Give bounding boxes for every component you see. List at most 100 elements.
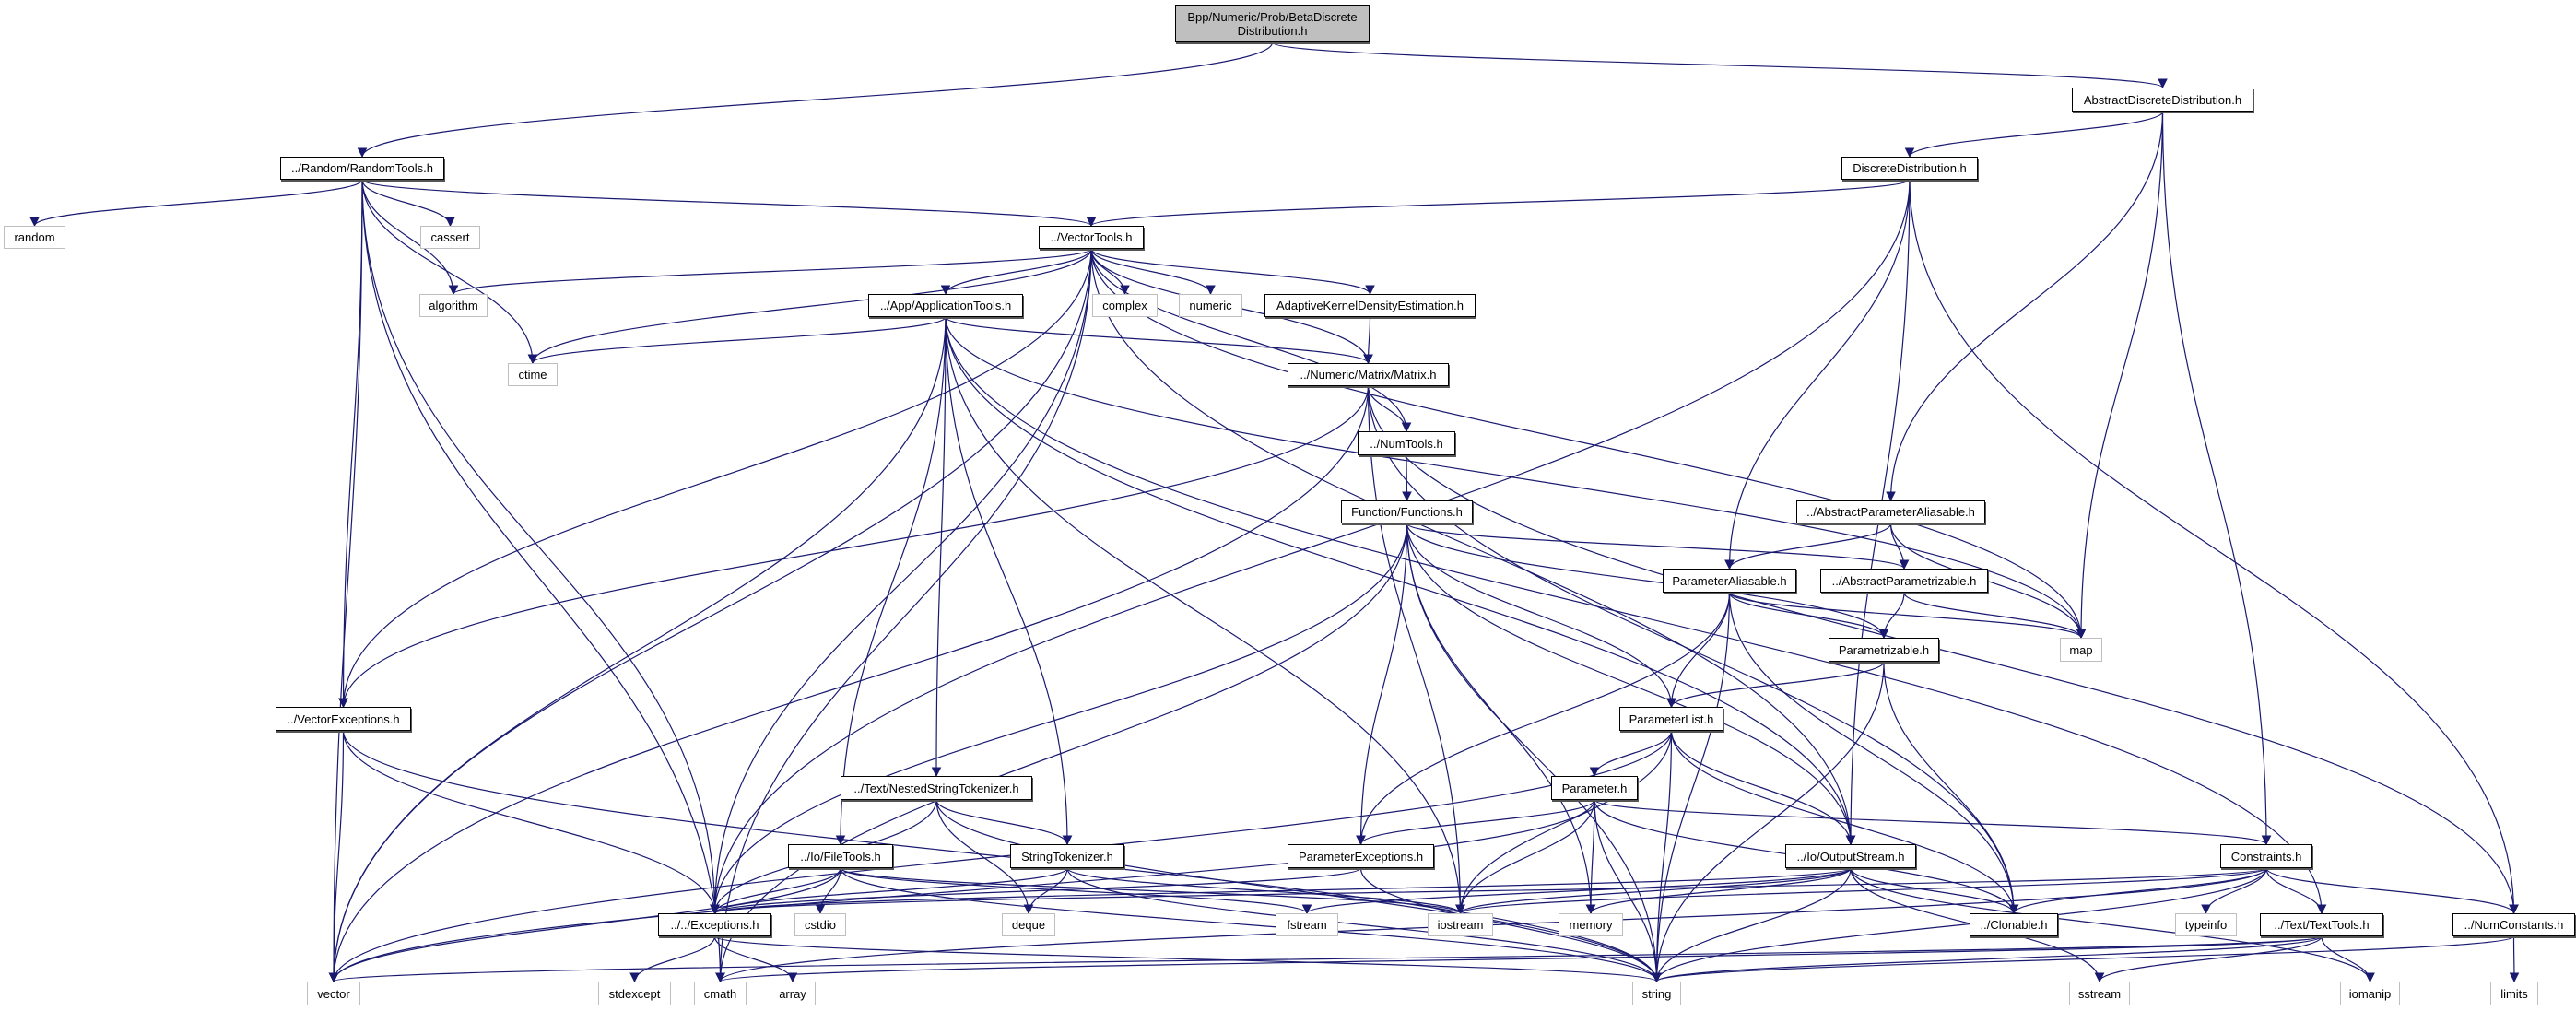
edge-texttools-to-cmath — [715, 935, 2323, 983]
node-texttools[interactable]: ../Text/TextTools.h — [2260, 913, 2383, 936]
edge-root-to-add — [1271, 41, 2168, 89]
edge-os-to-iomanip — [1850, 867, 2375, 983]
edge-functions-to-ap — [1406, 523, 1910, 570]
edge-at-to-map — [945, 316, 2087, 640]
node-algorithm: algorithm — [419, 294, 488, 317]
edge-matrix-to-numtools — [1367, 385, 1412, 433]
edge-parameter-to-string — [1594, 799, 1662, 983]
edge-rt-to-ve — [338, 179, 363, 709]
node-exceptions[interactable]: ../../Exceptions.h — [658, 913, 771, 936]
edge-dd-to-pa — [1724, 179, 1911, 570]
node-os[interactable]: ../Io/OutputStream.h — [1785, 844, 1916, 868]
edge-dd-to-numconstants — [1909, 179, 2519, 915]
node-pl[interactable]: ParameterList.h — [1619, 707, 1723, 731]
node-constraints[interactable]: Constraints.h — [2220, 844, 2312, 868]
edge-filetools-to-cstdio — [815, 867, 841, 915]
edge-rt-to-random — [29, 179, 363, 228]
edge-functions-to-exceptions — [710, 523, 1408, 915]
edge-ve-to-string — [342, 730, 1662, 983]
node-root[interactable]: Bpp/Numeric/Prob/BetaDiscrete Distributi… — [1175, 5, 1370, 42]
node-fstream: fstream — [1276, 913, 1338, 936]
node-cstdio: cstdio — [794, 913, 846, 936]
node-ve[interactable]: ../VectorExceptions.h — [276, 707, 411, 731]
node-typeinfo: typeinfo — [2175, 913, 2237, 936]
node-complex: complex — [1092, 294, 1158, 317]
edge-apa-to-ap — [1889, 523, 1910, 570]
edge-at-to-texttools — [945, 316, 2327, 915]
edge-pa-to-pe — [1356, 592, 1731, 846]
node-dd[interactable]: DiscreteDistribution.h — [1841, 157, 1978, 180]
node-apa[interactable]: ../AbstractParameterAliasable.h — [1796, 500, 1985, 523]
edge-constraints-to-numconstants — [2265, 867, 2519, 915]
edge-add-to-map — [2076, 111, 2164, 640]
node-parameter[interactable]: Parameter.h — [1551, 776, 1638, 800]
edge-vt-to-akde — [1090, 248, 1375, 296]
edge-matrix-to-iostream — [1367, 385, 1465, 915]
node-pe[interactable]: ParameterExceptions.h — [1288, 844, 1434, 868]
edge-rt-to-exceptions — [361, 179, 720, 915]
edge-numconstants-to-limits — [2509, 935, 2520, 983]
node-matrix[interactable]: ../Numeric/Matrix/Matrix.h — [1288, 363, 1449, 386]
edge-vt-to-cmath — [715, 248, 1092, 983]
edge-pa-to-string — [1652, 592, 1731, 983]
node-parametrizable[interactable]: Parametrizable.h — [1829, 638, 1939, 662]
edge-texttools-to-iomanip — [2321, 935, 2375, 983]
edge-filetools-to-iostream — [840, 867, 1465, 915]
edge-dd-to-exceptions — [710, 179, 1911, 915]
node-vt[interactable]: ../VectorTools.h — [1039, 226, 1144, 249]
node-numconstants[interactable]: ../NumConstants.h — [2452, 913, 2575, 936]
node-rt[interactable]: ../Random/RandomTools.h — [280, 157, 444, 180]
edge-rt-to-cmath — [361, 179, 725, 983]
node-st[interactable]: StringTokenizer.h — [1010, 844, 1124, 868]
node-cmath: cmath — [694, 982, 747, 1005]
edge-vt-to-os — [1090, 248, 1856, 846]
edge-numtools-to-functions — [1402, 454, 1412, 502]
edge-at-to-nst — [931, 316, 947, 778]
edge-pl-to-os — [1670, 730, 1856, 846]
edge-at-to-vector — [328, 316, 947, 983]
edge-numconstants-to-string — [1652, 935, 2515, 983]
node-map: map — [2060, 638, 2102, 662]
edge-pa-to-clonable — [1728, 592, 2019, 915]
edge-matrix-to-ve — [338, 385, 1370, 709]
edge-vt-to-ve — [338, 248, 1092, 709]
node-functions[interactable]: Function/Functions.h — [1341, 500, 1473, 523]
node-at[interactable]: ../App/ApplicationTools.h — [868, 294, 1023, 317]
edge-akde-to-matrix — [1363, 316, 1373, 365]
edge-parametrizable-to-string — [1652, 661, 1885, 983]
node-numtools[interactable]: ../NumTools.h — [1358, 431, 1455, 455]
node-limits: limits — [2490, 982, 2538, 1005]
edge-vt-to-numtools — [1090, 248, 1412, 433]
node-add[interactable]: AbstractDiscreteDistribution.h — [2072, 88, 2253, 112]
edge-matrix-to-vector — [328, 385, 1370, 983]
edge-vt-to-at — [940, 248, 1092, 296]
edge-at-to-ctime — [527, 316, 947, 365]
edge-filetools-to-fstream — [840, 867, 1312, 915]
edge-pl-to-parameter — [1589, 730, 1673, 778]
node-filetools[interactable]: ../Io/FileTools.h — [788, 844, 893, 868]
node-clonable[interactable]: ../Clonable.h — [1970, 913, 2058, 936]
edge-dd-to-vt — [1086, 179, 1911, 228]
edge-pl-to-clonable — [1670, 730, 2019, 915]
node-string: string — [1632, 982, 1681, 1005]
edge-constraints-to-string — [1652, 867, 2267, 983]
node-akde[interactable]: AdaptiveKernelDensityEstimation.h — [1264, 294, 1476, 317]
edge-vt-to-numeric — [1090, 248, 1216, 296]
node-array: array — [770, 982, 816, 1005]
edge-at-to-os — [945, 316, 1856, 846]
edge-parameter-to-pe — [1356, 799, 1595, 846]
edge-functions-to-pe — [1356, 523, 1408, 846]
edge-vt-to-map — [1090, 248, 2087, 640]
edge-filetools-to-vector — [328, 867, 841, 983]
edge-functions-to-string — [1406, 523, 1662, 983]
node-sstream: sstream — [2069, 982, 2130, 1005]
node-pa[interactable]: ParameterAliasable.h — [1663, 569, 1796, 593]
edge-pe-to-exceptions — [710, 867, 1362, 915]
edge-os-to-string — [1652, 867, 1852, 983]
edge-at-to-matrix — [945, 316, 1373, 365]
edge-constraints-to-texttools — [2265, 867, 2327, 915]
node-ap[interactable]: ../AbstractParametrizable.h — [1820, 569, 1988, 593]
node-nst[interactable]: ../Text/NestedStringTokenizer.h — [841, 776, 1032, 800]
